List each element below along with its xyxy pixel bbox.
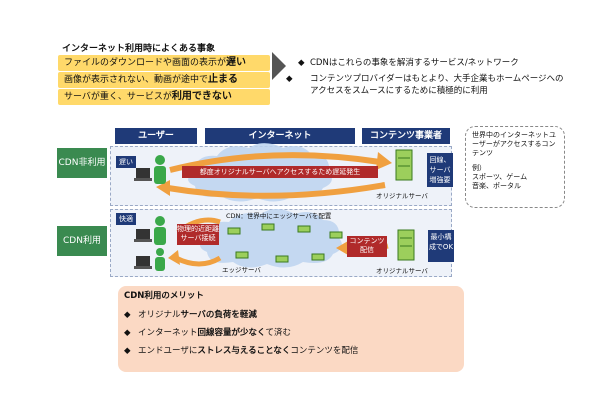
row-label-no-cdn: CDN非利用 <box>57 148 107 178</box>
note-example-3: 音楽、ポータル <box>472 182 521 190</box>
issues-title: インターネット利用時によくある事象 <box>62 44 216 54</box>
merit-panel <box>118 286 464 372</box>
user-icon-1 <box>154 155 166 184</box>
server-icon-1 <box>395 149 413 181</box>
orange-arrow-out-1 <box>169 152 381 173</box>
merit-item-3: ◆エンドユーザにストレス与えることなくコンテンツを配信 <box>124 346 359 356</box>
laptop-icon-3 <box>134 256 152 269</box>
arrow-right-icon <box>272 52 286 80</box>
orange-arrowhead-3 <box>168 250 180 265</box>
header-provider: コンテンツ事業者 <box>362 128 450 144</box>
user-icon-3 <box>155 248 165 271</box>
merit-item-1: ◆オリジナルサーバの負荷を軽減 <box>124 310 257 320</box>
laptop-icon-1 <box>134 168 152 181</box>
edge-server-label: エッジサーバ <box>222 266 261 274</box>
user-icon-2 <box>154 216 166 245</box>
orange-arrowhead-1 <box>376 152 392 170</box>
server-icon-2 <box>397 229 415 261</box>
orange-arrow-back-2 <box>174 255 222 267</box>
issue-slow: ファイルのダウンロードや画面の表示が遅い <box>58 55 270 71</box>
note-example: 例） <box>472 164 486 172</box>
orange-arrowhead-4 <box>336 241 348 255</box>
merit-item-2: ◆インターネット回線容量が少なくて済む <box>124 328 292 338</box>
merit-title: CDN利用のメリット <box>124 291 204 301</box>
header-user: ユーザー <box>115 128 197 144</box>
origin-server-label-2: オリジナルサーバ <box>376 267 428 275</box>
issue-unavailable: サーバが重く、サービスが利用できない <box>58 89 270 105</box>
orange-arrowhead-2 <box>156 180 170 196</box>
delay-bar: 都度オリジナルサーバへアクセスするため遅延発生 <box>182 166 378 178</box>
cloud-caption: CDN：世界中にエッジサーバを配置 <box>226 212 332 220</box>
bullet-1: ◆CDNはこれらの事象を解消するサービス/ネットワーク <box>298 58 519 68</box>
minimal-box: 最小構成でOK <box>428 230 454 262</box>
header-internet: インターネット <box>205 128 355 144</box>
deliver-box: コンテンツ配信 <box>347 236 387 257</box>
near-server-box: 物理的近距離サーバ接続 <box>177 224 219 245</box>
bullet-2: ◆コンテンツプロバイダーはもとより、大手企業もホームページへのアクセスをスムース… <box>286 74 564 96</box>
orange-arrow-back-1 <box>167 182 386 199</box>
origin-server-label-1: オリジナルサーバ <box>376 192 428 200</box>
issue-stop: 画像が表示されない、動画が途中で止まる <box>58 72 270 88</box>
cloud-shape-2 <box>200 209 342 268</box>
tag-slow: 遅い <box>116 156 136 168</box>
tag-comfortable: 快適 <box>116 213 136 225</box>
row-label-cdn: CDN利用 <box>57 226 107 256</box>
note-box: 世界中のインターネットユーザーがアクセスするコンテンツ 例） スポーツ、ゲーム … <box>465 126 565 208</box>
note-text: 世界中のインターネットユーザーがアクセスするコンテンツ <box>472 131 556 157</box>
edge-server-icons <box>227 223 343 263</box>
laptop-icon-2 <box>134 229 152 242</box>
note-example-2: スポーツ、ゲーム <box>472 173 528 181</box>
upgrade-box: 回線、サーバ増強要 <box>427 153 453 187</box>
